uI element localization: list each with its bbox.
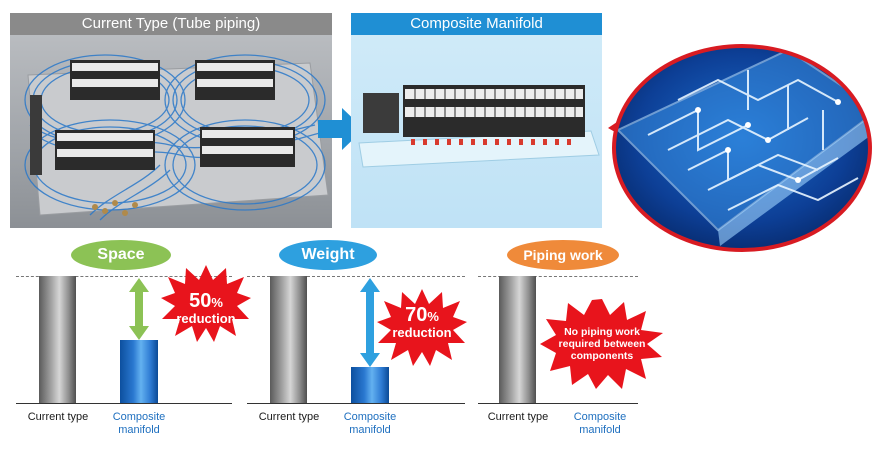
weight-callout-percent: % <box>427 309 439 324</box>
composite-manifold-photo <box>351 35 602 228</box>
composite-manifold-illustration <box>358 85 600 168</box>
weight-burst-badge <box>377 289 467 366</box>
space-reference-line <box>16 276 232 277</box>
piping-reference-line <box>478 276 638 277</box>
space-label: Space <box>71 240 171 270</box>
weight-baseline <box>247 403 465 404</box>
piping-callout: No piping work required between componen… <box>558 326 646 363</box>
piping-composite-label: Composite manifold <box>573 411 627 436</box>
magnified-closeup <box>608 44 872 252</box>
piping-work-label: Piping work <box>507 240 619 270</box>
weight-callout-word: reduction <box>392 325 452 340</box>
space-composite-label: Composite manifold <box>112 411 166 436</box>
piping-baseline <box>478 403 638 404</box>
piping-burst-badge <box>540 299 663 389</box>
weight-composite-bar <box>351 367 389 403</box>
weight-label: Weight <box>279 240 377 270</box>
space-composite-bar <box>120 340 158 403</box>
space-reduction-arrow <box>129 278 149 340</box>
tube-piping-photo <box>10 35 332 228</box>
weight-reference-line <box>247 276 465 277</box>
weight-reduction-arrow <box>360 278 380 367</box>
weight-composite-label: Composite manifold <box>343 411 397 436</box>
composite-manifold-title: Composite Manifold <box>351 13 602 35</box>
space-current-bar <box>39 276 76 403</box>
space-burst-badge <box>161 265 251 342</box>
weight-current-label: Current type <box>258 411 320 423</box>
weight-callout: 70% reduction <box>383 305 461 340</box>
space-baseline <box>16 403 232 404</box>
tube-piping-illustration <box>24 54 329 221</box>
current-type-title: Current Type (Tube piping) <box>10 13 332 35</box>
piping-current-bar <box>499 276 536 403</box>
space-callout-number: 50 <box>189 290 212 312</box>
space-callout: 50% reduction <box>167 291 245 326</box>
weight-current-bar <box>270 276 307 403</box>
piping-current-label: Current type <box>487 411 549 423</box>
space-callout-percent: % <box>211 295 223 310</box>
space-callout-word: reduction <box>176 311 236 326</box>
weight-callout-number: 70 <box>405 304 428 326</box>
space-current-label: Current type <box>27 411 89 423</box>
